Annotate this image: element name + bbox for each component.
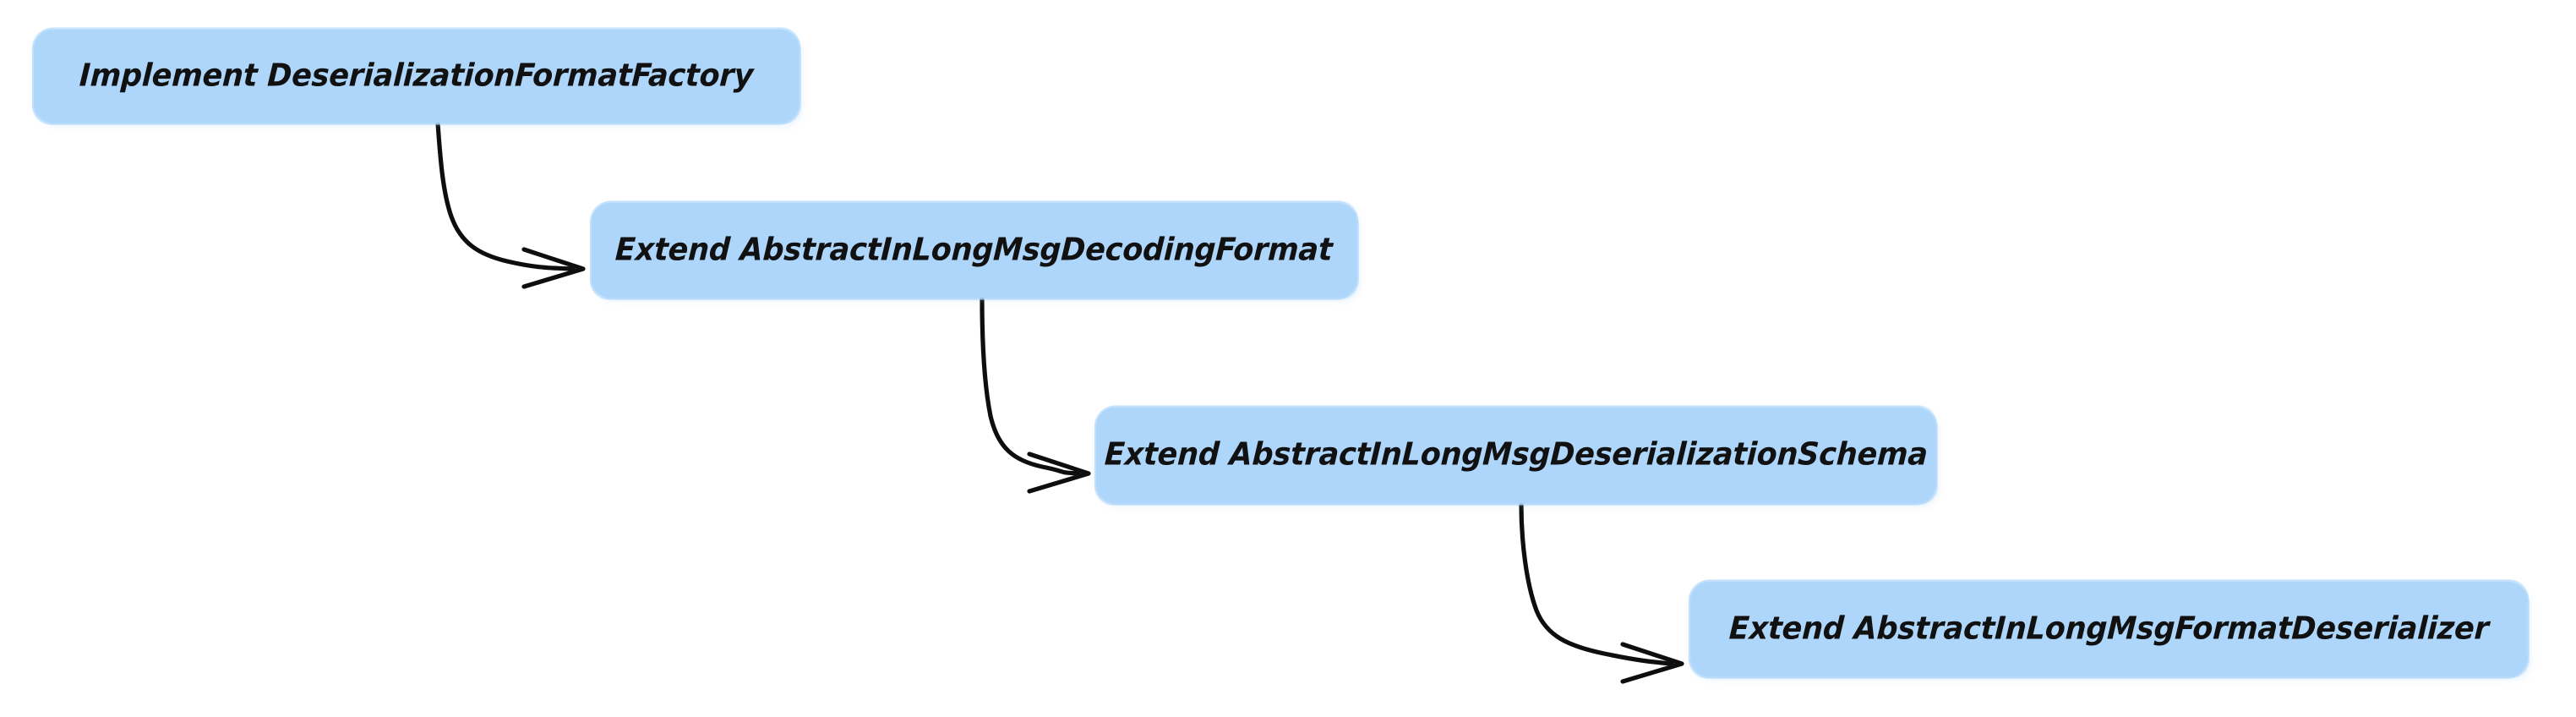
edge-n3-to-n4: [1519, 502, 1684, 684]
flow-node-extend-abstractinlongmsgdeserializationschema[interactable]: Extend AbstractInLongMsgDeserializationS…: [1096, 408, 1935, 503]
flow-node-implement-deserializationformatfactory[interactable]: Implement DeserializationFormatFactory: [34, 30, 799, 123]
flow-node-label: Extend AbstractInLongMsgDecodingFormat: [614, 232, 1334, 268]
flow-node-extend-abstractinlongmsgdecodingformat[interactable]: Extend AbstractInLongMsgDecodingFormat: [592, 203, 1356, 298]
flow-node-label: Extend AbstractInLongMsgFormatDeserializ…: [1727, 610, 2490, 647]
flow-node-extend-abstractinlongmsgformatdeserializer[interactable]: Extend AbstractInLongMsgFormatDeserializ…: [1690, 582, 2527, 676]
flow-node-label: Extend AbstractInLongMsgDeserializationS…: [1103, 436, 1929, 473]
edge-n2-to-n3: [980, 296, 1091, 494]
edge-n1-to-n2: [435, 121, 586, 289]
flow-node-label: Implement DeserializationFormatFactory: [78, 57, 755, 94]
